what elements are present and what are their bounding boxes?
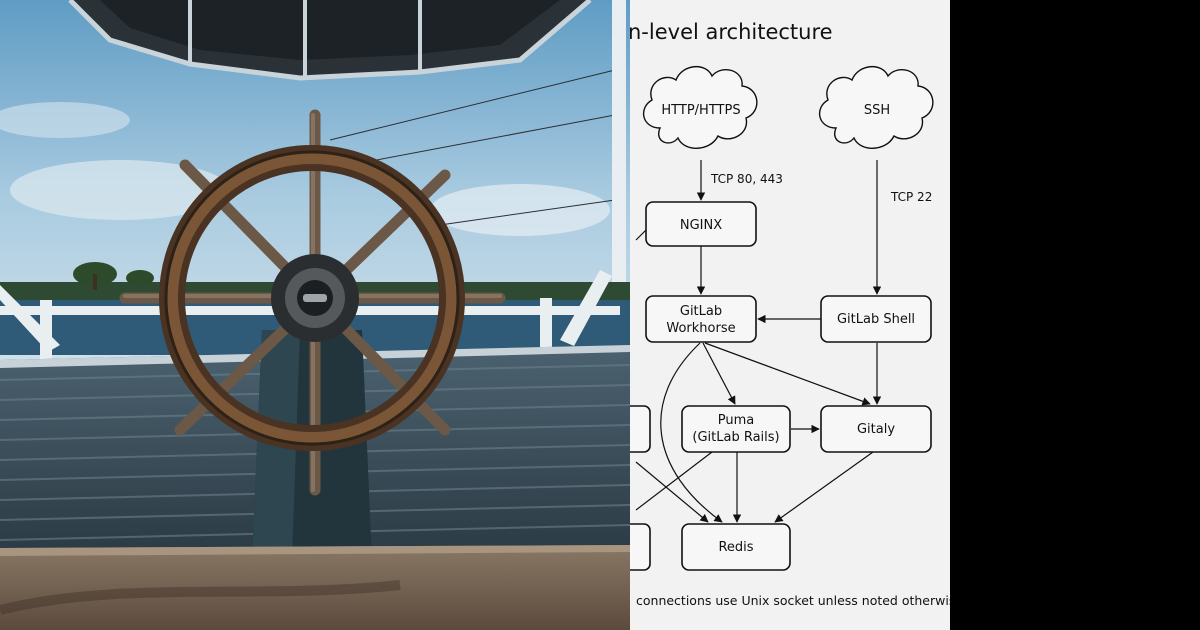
http-cloud: HTTP/HTTPS — [642, 66, 758, 149]
edge-workhorse-puma — [702, 342, 736, 405]
edge-puma-left — [635, 451, 713, 511]
diagram-title: n-level architecture — [630, 20, 833, 44]
ssh-cloud-label: SSH — [864, 103, 890, 118]
http-cloud-label: HTTP/HTTPS — [661, 103, 740, 118]
edge-workhorse-gitaly — [704, 342, 871, 406]
node-gitaly-label: Gitaly — [857, 422, 895, 437]
node-nginx: NGINX — [645, 201, 757, 247]
node-gitaly: Gitaly — [820, 405, 932, 453]
ssh-cloud: SSH — [818, 66, 934, 149]
node-puma: Puma (GitLab Rails) — [681, 405, 791, 453]
node-puma-label-line1: Puma — [718, 413, 754, 428]
diagram-footnote: connections use Unix socket unless noted… — [636, 593, 950, 608]
partial-node-left-upper — [630, 405, 651, 453]
node-shell-label: GitLab Shell — [837, 312, 915, 327]
node-redis-label: Redis — [718, 540, 753, 555]
node-nginx-label: NGINX — [680, 218, 722, 233]
black-margin — [950, 0, 1200, 630]
architecture-diagram-canvas: n-level architecture HTTP/HTTPS SSH — [630, 20, 950, 608]
partial-node-left-lower — [630, 523, 651, 571]
node-workhorse-label-line2: Workhorse — [666, 321, 735, 336]
ship-wheel-photo — [0, 0, 630, 630]
node-gitlab-shell: GitLab Shell — [820, 295, 932, 343]
edge-label-tcp-80-443: TCP 80, 443 — [710, 172, 783, 186]
edge-left-nginx — [635, 229, 647, 241]
node-redis: Redis — [681, 523, 791, 571]
architecture-diagram: n-level architecture HTTP/HTTPS SSH — [630, 0, 950, 630]
edge-left-redis — [635, 461, 709, 523]
edge-label-tcp-22: TCP 22 — [890, 190, 932, 204]
edge-workhorse-redis — [660, 342, 723, 523]
edge-gitaly-redis — [774, 451, 874, 523]
diagram-edges — [635, 160, 882, 523]
node-puma-label-line2: (GitLab Rails) — [692, 430, 779, 445]
ship-wheel-illustration — [0, 0, 630, 630]
node-workhorse-label-line1: GitLab — [680, 304, 722, 319]
node-gitlab-workhorse: GitLab Workhorse — [645, 295, 757, 343]
